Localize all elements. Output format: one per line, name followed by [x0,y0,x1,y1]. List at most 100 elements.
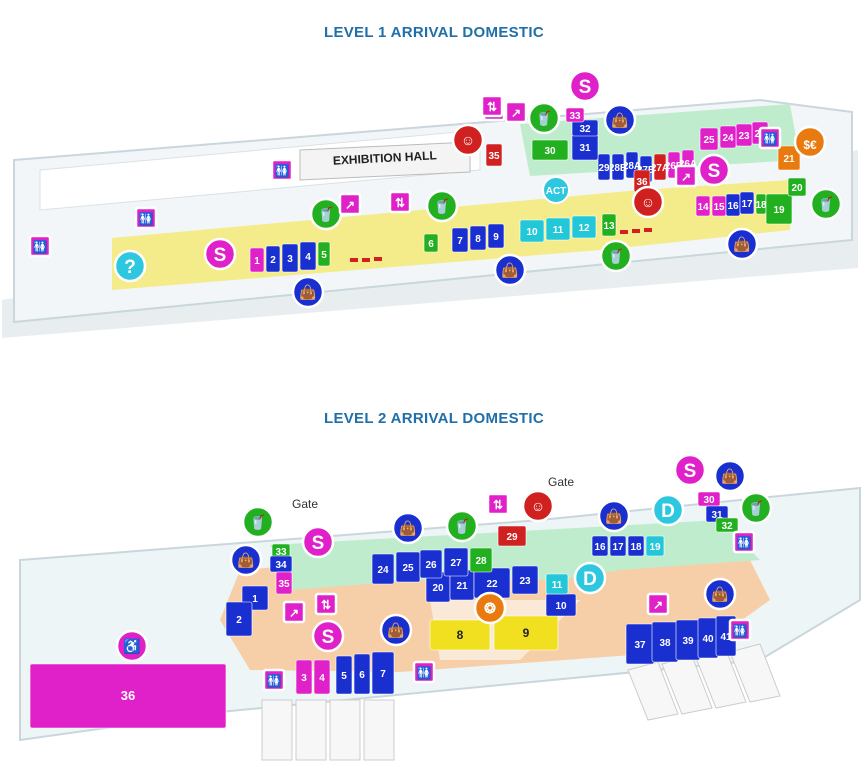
level2-store-24[interactable]: 24 [371,553,395,585]
level2-store-3[interactable]: 3 [295,659,313,695]
level1-store-21[interactable]: 21 [777,145,801,171]
store-block [451,227,469,253]
level1-store-28b[interactable]: 28B [609,153,627,181]
level1-store-17[interactable]: 17 [739,191,755,215]
level2-store-19[interactable]: 19 [645,535,665,557]
store-block [511,565,539,595]
level1-store-16[interactable]: 16 [725,193,741,217]
level2-store-17[interactable]: 17 [609,535,627,557]
store-label: 20 [791,183,803,194]
level2-store-27[interactable]: 27 [443,547,469,577]
store-label: 10 [526,227,538,238]
level1-store-2[interactable]: 2 [265,245,281,273]
level2-store-30[interactable]: 30 [697,491,721,507]
store-label: 32 [721,521,733,532]
level1-store-30[interactable]: 30 [531,139,569,161]
icon-shape [504,100,528,124]
level2-store-40[interactable]: 40 [697,617,719,659]
level2-store-7[interactable]: 7 [371,651,395,695]
level2-store-16[interactable]: 16 [591,535,609,557]
icon-shape [115,629,149,663]
store-block [571,119,599,137]
level1-store-32[interactable]: 32 [571,119,599,137]
icon-glyph: ⇅ [321,598,331,612]
level2-store-37[interactable]: 37 [625,623,655,665]
store-block [777,145,801,171]
level2-store-39[interactable]: 39 [675,619,701,661]
icon-glyph: 🥤 [433,198,450,215]
level2-store-18[interactable]: 18 [627,535,645,557]
store-label: 27A [651,163,669,174]
level1-store-13[interactable]: 13 [601,213,617,237]
level2-store-36[interactable]: 36 [29,663,227,729]
icon-shape [651,493,685,527]
level1-store-4[interactable]: 4 [299,241,317,271]
level1-store-8[interactable]: 8 [469,225,487,251]
icon-shape [603,103,637,137]
level2-store-9[interactable]: 9 [493,615,559,651]
level1-store-35[interactable]: 35 [485,143,503,167]
store-label: 27 [450,558,462,569]
level1-store-19[interactable]: 19 [765,193,793,225]
level1-store-7[interactable]: 7 [451,227,469,253]
store-label: 4 [319,673,325,684]
restroom-icon: 🚻 [412,660,436,684]
store-block [787,177,807,197]
level2-store-29[interactable]: 29 [497,525,527,547]
level1-store-9[interactable]: 9 [487,223,505,249]
level2-store-6[interactable]: 6 [353,653,371,695]
level2-store-2[interactable]: 2 [225,601,253,637]
level2-store-33[interactable]: 33 [271,543,291,559]
level1-store-18[interactable]: 18 [755,193,767,215]
store-label: 18 [755,200,767,211]
level1-store-27a[interactable]: 27A [651,153,669,181]
level1-store-24[interactable]: 24 [719,125,737,149]
level1-store-31[interactable]: 31 [571,133,599,161]
level1-store-1[interactable]: 1 [249,247,265,273]
level1-store-33[interactable]: 33 [565,107,585,123]
store-label: 6 [428,239,434,250]
store-block [493,615,559,651]
store-block [765,193,793,225]
icon-shape [713,459,747,493]
icon-shape [697,153,731,187]
level1-store-29[interactable]: 29 [597,153,611,181]
store-label: 23 [738,131,750,142]
icon-shape [809,187,843,221]
icon-shape [725,227,759,261]
level2-store-11[interactable]: 11 [545,573,569,595]
store-block [645,535,665,557]
level1-store-20[interactable]: 20 [787,177,807,197]
level1-store-10[interactable]: 10 [519,219,545,243]
level1-store-12[interactable]: 12 [571,215,597,239]
icon-glyph: $€ [803,138,817,152]
level1-store-23[interactable]: 23 [735,123,753,147]
level2-store-32[interactable]: 32 [715,517,739,533]
level2-store-35[interactable]: 35 [275,571,293,595]
level1-store-3[interactable]: 3 [281,243,299,273]
level2-store-34[interactable]: 34 [269,555,293,573]
restroom-icon: 🚻 [732,530,756,554]
level1-store-6[interactable]: 6 [423,233,439,253]
level2-store-25[interactable]: 25 [395,551,421,583]
level2-store-23[interactable]: 23 [511,565,539,595]
level2-store-38[interactable]: 38 [651,621,679,663]
level2-store-28[interactable]: 28 [469,547,493,573]
level2-store-4[interactable]: 4 [313,659,331,695]
level2-store-26[interactable]: 26 [419,549,443,579]
store-block [275,571,293,595]
store-block [295,659,313,695]
level1-store-25[interactable]: 25 [699,127,719,151]
store-block [353,653,371,695]
level1-store-15[interactable]: 15 [711,195,727,217]
level2-store-5[interactable]: 5 [335,655,353,695]
level1-store-11[interactable]: 11 [545,217,571,241]
icon-glyph: 🚻 [33,240,48,254]
level2-store-8[interactable]: 8 [429,619,491,651]
level1-store-5[interactable]: 5 [317,241,331,267]
service-desk-icon: ☺ [631,185,665,219]
icon-glyph: ↗ [653,598,663,612]
level1-store-14[interactable]: 14 [695,195,711,217]
icon-shape [573,561,607,595]
level2-store-10[interactable]: 10 [545,593,577,617]
